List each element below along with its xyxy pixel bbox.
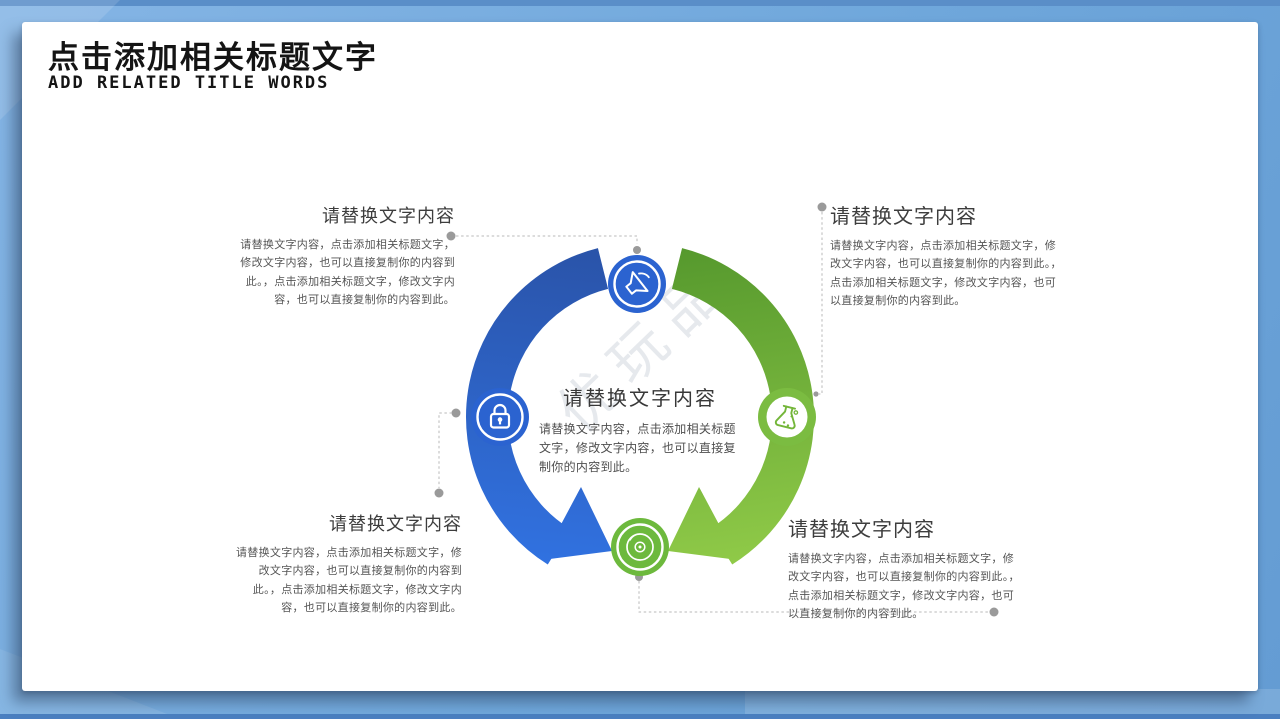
- slide-subtitle[interactable]: ADD RELATED TITLE WORDS: [48, 73, 330, 93]
- text-placeholder-top-left[interactable]: 请替换文字内容 请替换文字内容，点击添加相关标题文字，修改文字内容，也可以直接复…: [230, 202, 455, 309]
- placeholder-body: 请替换文字内容，点击添加相关标题文字，修改文字内容，也可以直接复制你的内容到此。…: [788, 553, 1020, 620]
- placeholder-heading: 请替换文字内容: [563, 388, 717, 410]
- placeholder-heading: 请替换文字内容: [322, 206, 455, 226]
- text-placeholder-center[interactable]: 请替换文字内容 请替换文字内容，点击添加相关标题文字，修改文字内容，也可以直接复…: [528, 382, 752, 478]
- frame-bottom-strip: [0, 714, 1280, 719]
- connector-top-left: [446, 231, 641, 254]
- text-placeholder-bottom-left[interactable]: 请替换文字内容 请替换文字内容，点击添加相关标题文字，修改文字内容，也可以直接复…: [232, 510, 462, 617]
- placeholder-body: 请替换文字内容，点击添加相关标题文字，修改文字内容，也可以直接复制你的内容到此。…: [830, 240, 1062, 307]
- placeholder-heading: 请替换文字内容: [788, 519, 935, 541]
- slide-title[interactable]: 点击添加相关标题文字: [48, 40, 378, 75]
- connector-bottom-left: [434, 408, 461, 498]
- placeholder-body: 请替换文字内容，点击添加相关标题文字，修改文字内容，也可以直接复制你的内容到此。…: [240, 239, 455, 306]
- connector-top-right: [813, 202, 827, 397]
- text-placeholder-bottom-right[interactable]: 请替换文字内容 请替换文字内容，点击添加相关标题文字，修改文字内容，也可以直接复…: [788, 513, 1023, 623]
- flask-icon: [758, 388, 816, 446]
- megaphone-icon: [608, 255, 666, 313]
- placeholder-body: 请替换文字内容，点击添加相关标题文字，修改文字内容，也可以直接复制你的内容到此。: [539, 422, 736, 475]
- text-placeholder-top-right[interactable]: 请替换文字内容 请替换文字内容，点击添加相关标题文字，修改文字内容，也可以直接复…: [830, 200, 1062, 310]
- placeholder-body: 请替换文字内容，点击添加相关标题文字，修改文字内容，也可以直接复制你的内容到此。…: [236, 547, 462, 614]
- placeholder-heading: 请替换文字内容: [830, 206, 977, 228]
- padlock-icon: [471, 388, 529, 446]
- disc-icon: [611, 518, 669, 576]
- frame-top-strip: [0, 0, 1280, 6]
- placeholder-heading: 请替换文字内容: [329, 514, 462, 534]
